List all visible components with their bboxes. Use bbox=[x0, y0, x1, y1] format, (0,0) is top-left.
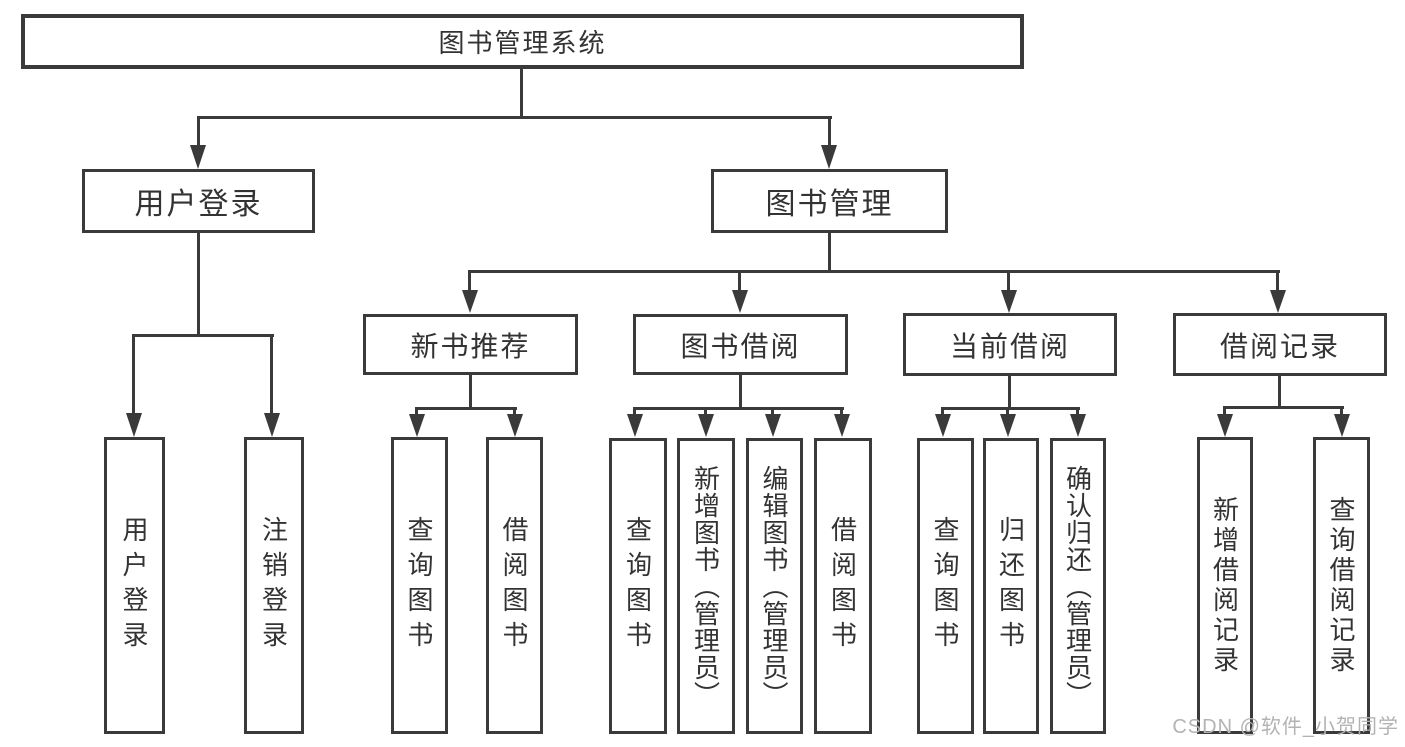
leaf-label: 归还图书 bbox=[995, 516, 1026, 656]
arrow-down-icon bbox=[1334, 414, 1350, 437]
leaf-query-borrow-record: 查询借阅记录 bbox=[1313, 437, 1370, 734]
node-label: 图书管理系统 bbox=[438, 28, 607, 58]
connector-shaft bbox=[1223, 406, 1226, 416]
leaf-borrow-books: 借阅图书 bbox=[814, 438, 872, 734]
arrow-down-icon bbox=[507, 414, 523, 437]
leaf-label: 注销登录 bbox=[258, 515, 289, 656]
connector-records-stem bbox=[1278, 376, 1281, 409]
arrow-down-icon bbox=[1070, 414, 1086, 437]
connector-current-branch bbox=[941, 407, 1080, 410]
node-label: 图书管理 bbox=[765, 188, 894, 221]
node-root-library-system: 图书管理系统 bbox=[21, 14, 1024, 69]
arrow-down-icon bbox=[698, 414, 714, 437]
leaf-label: 用户登录 bbox=[119, 515, 149, 656]
arrow-down-icon bbox=[409, 414, 425, 437]
arrow-down-icon bbox=[765, 414, 781, 437]
connector-shaft bbox=[633, 407, 636, 416]
connector-shaft bbox=[468, 270, 471, 292]
connector-shaft bbox=[197, 116, 200, 147]
arrow-down-icon bbox=[1270, 290, 1286, 313]
node-borrowing-records: 借阅记录 bbox=[1173, 313, 1387, 376]
arrow-down-icon bbox=[935, 414, 951, 437]
arrow-down-icon bbox=[1001, 290, 1017, 313]
arrow-down-icon bbox=[264, 413, 280, 437]
connector-shaft bbox=[1276, 270, 1279, 292]
leaf-return-books: 归还图书 bbox=[983, 438, 1039, 734]
arrow-down-icon bbox=[732, 290, 748, 313]
connector-records-branch bbox=[1223, 406, 1344, 409]
arrow-down-icon bbox=[1217, 414, 1233, 437]
connector-shaft bbox=[941, 407, 944, 416]
connector-userlogin-stem bbox=[197, 233, 200, 337]
leaf-label: 确认归还（管理员） bbox=[1062, 464, 1093, 708]
connector-shaft bbox=[771, 407, 774, 416]
arrow-down-icon bbox=[126, 413, 142, 437]
leaf-query-books: 查询图书 bbox=[917, 438, 974, 734]
leaf-query-books: 查询图书 bbox=[391, 437, 448, 734]
node-book-management: 图书管理 bbox=[711, 169, 948, 233]
arrow-down-icon bbox=[190, 145, 206, 169]
leaf-label: 查询借阅记录 bbox=[1326, 495, 1356, 676]
node-label: 新书推荐 bbox=[410, 330, 531, 362]
leaf-add-borrow-record: 新增借阅记录 bbox=[1197, 437, 1253, 734]
leaf-logout: 注销登录 bbox=[244, 437, 304, 734]
leaf-add-books-admin: 新增图书（管理员） bbox=[677, 438, 735, 734]
connector-shaft bbox=[1340, 406, 1343, 416]
leaf-confirm-return-admin: 确认归还（管理员） bbox=[1050, 438, 1106, 734]
node-label: 借阅记录 bbox=[1219, 330, 1340, 362]
leaf-label: 借阅图书 bbox=[499, 515, 529, 656]
connector-shaft bbox=[704, 407, 707, 416]
connector-shaft bbox=[840, 407, 843, 416]
leaf-label: 编辑图书（管理员） bbox=[759, 464, 789, 708]
leaf-label: 借阅图书 bbox=[827, 516, 858, 656]
connector-shaft bbox=[1007, 270, 1010, 292]
connector-shaft bbox=[828, 116, 831, 147]
connector-shaft bbox=[1006, 407, 1009, 416]
leaf-label: 新增图书（管理员） bbox=[690, 464, 721, 708]
node-label: 图书借阅 bbox=[680, 330, 801, 362]
node-label: 用户登录 bbox=[134, 188, 263, 221]
connector-root-stem bbox=[520, 68, 523, 119]
connector-bookmgmt-stem bbox=[828, 232, 831, 273]
connector-shaft bbox=[513, 407, 516, 416]
connector-shaft bbox=[738, 270, 741, 292]
arrow-down-icon bbox=[821, 145, 837, 169]
connector-newbook-stem bbox=[469, 374, 472, 410]
connector-borrow-stem bbox=[739, 374, 742, 410]
leaf-label: 查询图书 bbox=[404, 515, 434, 656]
connector-root-branch bbox=[197, 116, 832, 119]
leaf-edit-books-admin: 编辑图书（管理员） bbox=[746, 438, 803, 734]
leaf-query-books: 查询图书 bbox=[609, 438, 667, 734]
arrow-down-icon bbox=[462, 290, 478, 313]
node-user-login: 用户登录 bbox=[82, 169, 315, 233]
connector-shaft bbox=[415, 407, 418, 416]
node-label: 当前借阅 bbox=[949, 330, 1070, 362]
connector-shaft bbox=[132, 334, 135, 415]
leaf-label: 查询图书 bbox=[622, 516, 653, 656]
connector-shaft bbox=[1076, 407, 1079, 416]
connector-userlogin-branch bbox=[132, 334, 274, 337]
connector-current-stem bbox=[1008, 376, 1011, 410]
leaf-label: 查询图书 bbox=[930, 516, 960, 656]
connector-borrow-branch bbox=[633, 407, 844, 410]
connector-bookmgmt-branch bbox=[468, 270, 1280, 273]
leaf-borrow-books: 借阅图书 bbox=[486, 437, 543, 734]
connector-shaft bbox=[270, 334, 273, 415]
node-book-borrowing: 图书借阅 bbox=[633, 314, 848, 375]
leaf-label: 新增借阅记录 bbox=[1209, 495, 1240, 676]
arrow-down-icon bbox=[627, 414, 643, 437]
connector-newbook-branch bbox=[415, 407, 517, 410]
arrow-down-icon bbox=[834, 414, 850, 437]
leaf-user-login: 用户登录 bbox=[104, 437, 165, 734]
csdn-watermark: CSDN @软件_小贺同学 bbox=[1172, 716, 1399, 738]
arrow-down-icon bbox=[1000, 414, 1016, 437]
node-current-borrowing: 当前借阅 bbox=[903, 313, 1117, 376]
node-new-book-recommend: 新书推荐 bbox=[363, 314, 578, 375]
